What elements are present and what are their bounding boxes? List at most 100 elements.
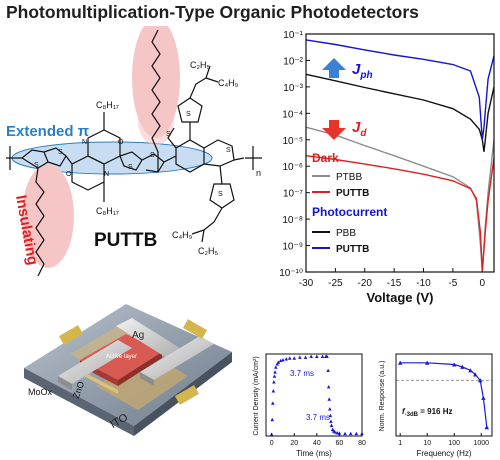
f3db-value: = 916 Hz — [418, 407, 452, 416]
transient-point — [271, 389, 276, 393]
transient-point — [274, 365, 278, 369]
svg-text:S: S — [226, 147, 231, 154]
transient-x-tick-label: 80 — [358, 440, 366, 447]
ag-electrode-1 — [58, 340, 132, 384]
jv-plot-frame — [305, 33, 495, 273]
svg-text:f-3dB = 916 Hz: f-3dB = 916 Hz — [402, 407, 452, 418]
active-layer-label: Active layer — [106, 354, 137, 360]
svg-text:S: S — [166, 131, 171, 138]
legend-label-pbb: PBB — [336, 228, 356, 239]
jph-arrow — [322, 58, 346, 78]
jph-label: J — [352, 61, 361, 78]
transient-x-axis-label: Time (ms) — [296, 449, 332, 458]
jv-y-tick-label: 10⁻⁶ — [282, 162, 303, 173]
legend-label-ptbb: PTBB — [336, 172, 362, 183]
jv-series-line-pbb-2 — [305, 73, 495, 152]
jv-series-line-puttb-3 — [305, 39, 495, 140]
frequency-point — [452, 362, 457, 367]
jd-arrow — [322, 120, 346, 140]
electrode-pad-2 — [174, 385, 200, 405]
transient-y-axis-label: Current Density (mA/cm²) — [253, 356, 260, 435]
svg-text:Jd: Jd — [352, 119, 367, 139]
jv-y-tick-label: 10⁻⁹ — [282, 242, 303, 253]
legend-label-puttb-photo: PUTTB — [336, 244, 369, 255]
transient-x-tick-label: 40 — [313, 440, 321, 447]
transient-annotation-rise: 3.7 ms — [290, 369, 314, 378]
transient-point — [281, 357, 285, 362]
transient-point — [270, 401, 275, 405]
transient-point — [272, 374, 277, 378]
jv-x-axis-label: Voltage (V) — [367, 290, 434, 305]
transient-point — [333, 430, 337, 434]
ag-label: Ag — [132, 330, 144, 341]
jv-series-group — [305, 39, 495, 273]
jv-x-tick-label: -20 — [358, 278, 373, 289]
legend-photo-title: Photocurrent — [312, 205, 387, 219]
jv-series-line-ptbb-0 — [305, 126, 495, 273]
frequency-point — [481, 395, 486, 400]
frequency-point — [468, 368, 473, 373]
transient-point — [303, 355, 308, 359]
jv-x-tick-label: -10 — [416, 278, 431, 289]
page-title: Photomultiplication-Type Organic Photode… — [6, 2, 419, 22]
active-layer — [80, 334, 162, 380]
transient-point — [272, 380, 276, 384]
jv-series-line-puttb-1 — [305, 155, 495, 273]
transient-point — [315, 354, 319, 359]
transient-point — [343, 431, 347, 436]
svg-text:S: S — [150, 152, 155, 159]
jv-y-tick-label: 10⁻² — [283, 56, 303, 67]
jv-y-tick-label: 10⁻⁴ — [282, 109, 303, 120]
transient-chart: 0 20 40 60 80 3.7 ms 3.7 ms Time (ms) Curren… — [253, 353, 366, 458]
transient-point — [329, 423, 334, 427]
transient-x-tick-label: 0 — [270, 440, 274, 447]
transient-annotation-fall: 3.7 ms — [306, 413, 330, 422]
frequency-point — [478, 378, 483, 383]
transient-point — [292, 356, 297, 360]
f3db-label: f — [402, 407, 406, 416]
c4-label-bottom: C₄H₉ — [172, 230, 193, 240]
transient-point — [309, 354, 313, 359]
transient-plot-frame — [265, 353, 363, 437]
svg-text:S: S — [186, 111, 191, 118]
svg-text:N: N — [82, 139, 87, 146]
transient-x-tick-label: 20 — [290, 440, 298, 447]
transient-point — [327, 397, 332, 401]
c8-label-top: C₈H₁₇ — [96, 100, 119, 110]
svg-text:O: O — [118, 139, 124, 146]
svg-text:S: S — [128, 164, 133, 171]
jv-y-tick-labels: 10⁻¹10⁻²10⁻³10⁻⁴10⁻⁵10⁻⁶10⁻⁷10⁻⁸10⁻⁹10⁻¹… — [279, 30, 310, 279]
transient-point — [329, 419, 333, 423]
frequency-point — [425, 360, 430, 365]
jv-x-tick-label: 0 — [479, 278, 485, 289]
jd-label: J — [352, 119, 361, 136]
jd-subscript: d — [360, 128, 367, 139]
svg-text:S: S — [218, 191, 223, 198]
transient-point — [287, 356, 292, 360]
jv-y-tick-label: 10⁻³ — [283, 83, 303, 94]
extended-pi-label: Extended π — [6, 123, 90, 140]
transient-point — [276, 360, 281, 364]
legend-dark-title: Dark — [312, 151, 339, 165]
transient-x-tick-label: 60 — [336, 440, 344, 447]
transient-point — [273, 370, 277, 374]
c2-label-top: C₂H₅ — [190, 60, 210, 70]
transient-point — [335, 430, 339, 435]
svg-text:Jph: Jph — [352, 61, 373, 81]
frequency-x-axis-label: Frequency (Hz) — [416, 449, 471, 458]
electrode-pad-3 — [182, 319, 208, 339]
frequency-x-tick-label: 100 — [448, 440, 460, 447]
frequency-x-tick-label: 1 — [398, 440, 402, 447]
jv-y-tick-label: 10⁻⁷ — [283, 189, 303, 200]
jv-x-tick-label: -25 — [328, 278, 343, 289]
jv-x-tick-label: -30 — [299, 278, 314, 289]
device-illustration: Ag Active layer MoOx ZnO ITO — [24, 304, 232, 436]
c2-label-bottom: C₂H₅ — [198, 246, 218, 256]
jv-y-tick-label: 10⁻¹⁰ — [279, 268, 303, 279]
jv-y-tick-label: 10⁻¹ — [283, 30, 303, 41]
transient-point — [325, 354, 329, 359]
